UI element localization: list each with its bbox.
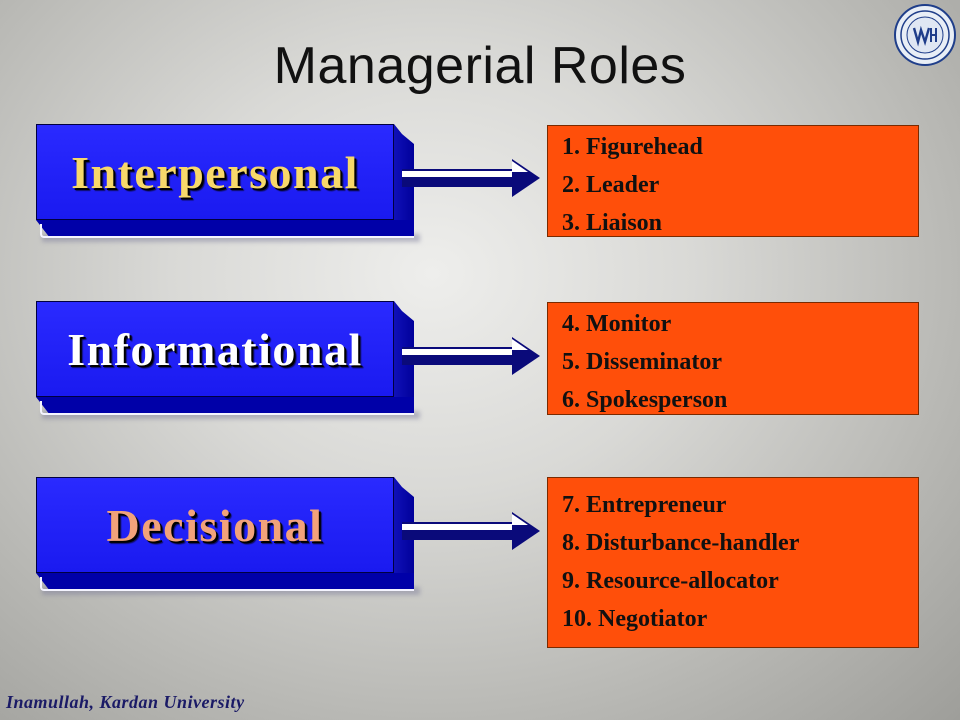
arrow-icon [402,337,540,375]
role-item: 2. Leader [562,172,660,198]
slide-title: Managerial Roles [273,37,687,95]
arrow-icon [402,159,540,197]
category-box-informational: Informational [36,301,420,419]
roles-box-interpersonal: 1. Figurehead 2. Leader 3. Liaison [547,125,919,237]
category-box-decisional: Decisional [36,477,420,595]
arrow-icon [402,512,540,550]
role-item: 10. Negotiator [562,606,708,632]
category-label: Interpersonal [36,124,394,220]
role-item: 5. Disseminator [562,349,722,375]
role-item: 3. Liaison [562,210,663,236]
roles-box-decisional: 7. Entrepreneur 8. Disturbance-handler 9… [547,477,919,648]
role-item: 7. Entrepreneur [562,492,727,518]
role-item: 4. Monitor [562,311,672,337]
category-label: Informational [36,301,394,397]
role-item: 9. Resource-allocator [562,568,779,594]
role-item: 6. Spokesperson [562,387,728,413]
role-item: 1. Figurehead [562,134,703,160]
category-label: Decisional [36,477,394,573]
university-seal-icon [894,4,956,66]
role-item: 8. Disturbance-handler [562,530,800,556]
category-box-interpersonal: Interpersonal [36,124,420,242]
roles-box-informational: 4. Monitor 5. Disseminator 6. Spokespers… [547,302,919,415]
slide-footer: Inamullah, Kardan University [6,692,245,712]
